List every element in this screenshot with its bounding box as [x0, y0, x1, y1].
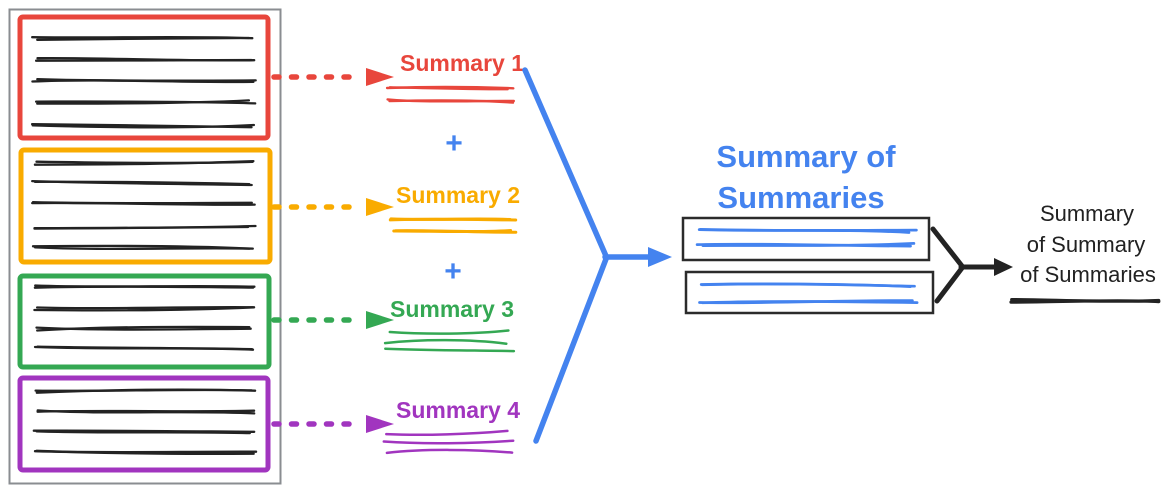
- merge-line-black-top: [930, 226, 965, 269]
- scribble-stroke: [31, 35, 254, 40]
- sos-box-2: [684, 270, 935, 315]
- scribble-stroke: [695, 242, 912, 248]
- summary-2-scribble: [388, 217, 518, 234]
- doc-page-3-text-lines: [33, 284, 256, 351]
- summary-3-scribble: [383, 329, 516, 353]
- scribble-stroke: [36, 78, 257, 82]
- dashed-arrow-3-head-icon: [366, 311, 394, 329]
- dashed-arrow-4-head-icon: [366, 415, 394, 433]
- scribble-stroke: [384, 347, 516, 353]
- scribble-stroke: [35, 160, 254, 165]
- scribble-stroke: [33, 180, 251, 186]
- scribble-stroke: [33, 225, 250, 230]
- doc-page-1-box: [17, 14, 271, 141]
- doc-page-2-box: [18, 147, 273, 265]
- scribble-stroke: [388, 217, 518, 222]
- summary-3-label: Summary 3: [390, 296, 514, 322]
- summary-2-label: Summary 2: [396, 182, 520, 208]
- scribble-stroke: [36, 325, 251, 332]
- sos-box-1: [681, 216, 931, 262]
- merge-arrow-black-head-icon: [994, 258, 1013, 276]
- scribble-stroke: [701, 300, 919, 305]
- scribble-stroke: [36, 409, 256, 415]
- scribble-stroke: [35, 306, 254, 310]
- summary-1-scribble: [385, 85, 515, 104]
- final-title-line-1: Summary: [1040, 201, 1134, 226]
- scribble-stroke: [36, 56, 256, 62]
- scribble-stroke: [35, 449, 255, 455]
- doc-page-4-text-lines: [32, 388, 258, 455]
- final-title-line-3: of Summaries: [1020, 262, 1156, 287]
- scribble-stroke: [699, 282, 912, 288]
- merge-arrow-blue-head-icon: [648, 247, 672, 267]
- scribble-stroke: [1010, 298, 1161, 303]
- scribble-stroke: [33, 345, 255, 351]
- final-title-line-2: of Summary: [1027, 232, 1146, 257]
- scribble-stroke: [392, 229, 513, 234]
- merge-line-black-bottom: [934, 265, 965, 304]
- dashed-arrow-2-head-icon: [366, 198, 394, 216]
- scribble-stroke: [31, 123, 256, 129]
- merge-line-blue-top: [522, 67, 609, 259]
- sos-title-line-1: Summary of: [716, 139, 896, 174]
- scribble-stroke: [34, 388, 253, 392]
- merge-line-blue-bottom: [533, 256, 609, 444]
- dashed-arrow-1-head-icon: [366, 68, 394, 86]
- summary-4-label: Summary 4: [396, 397, 520, 423]
- scribble-stroke: [388, 99, 515, 104]
- scribble-stroke: [34, 100, 257, 105]
- scribble-stroke: [388, 86, 509, 91]
- scribble-stroke: [388, 329, 510, 335]
- scribble-stroke: [33, 285, 255, 289]
- scribble-stroke: [31, 201, 253, 205]
- scribble-stroke: [35, 430, 251, 435]
- scribble-stroke: [385, 429, 509, 437]
- doc-page-4-box: [17, 375, 271, 473]
- doc-page-2-text-lines: [31, 159, 257, 250]
- summary-1-label: Summary 1: [400, 50, 524, 76]
- scribble-stroke: [385, 448, 514, 455]
- sos-box-1-scribble: [695, 228, 918, 248]
- scribble-stroke: [383, 338, 508, 345]
- scribble-stroke: [697, 228, 911, 234]
- doc-page-3-box: [17, 273, 272, 370]
- doc-page-1-text-lines: [30, 35, 257, 129]
- scribble-stroke: [382, 439, 515, 445]
- sos-title-line-2: Summaries: [717, 180, 884, 215]
- scribble-stroke: [31, 244, 251, 250]
- plus-sign-1: +: [445, 127, 463, 160]
- sos-box-2-scribble: [698, 282, 919, 305]
- plus-sign-2: +: [444, 255, 462, 288]
- summary-4-scribble: [382, 429, 515, 455]
- final-summary-scribble: [1009, 298, 1161, 304]
